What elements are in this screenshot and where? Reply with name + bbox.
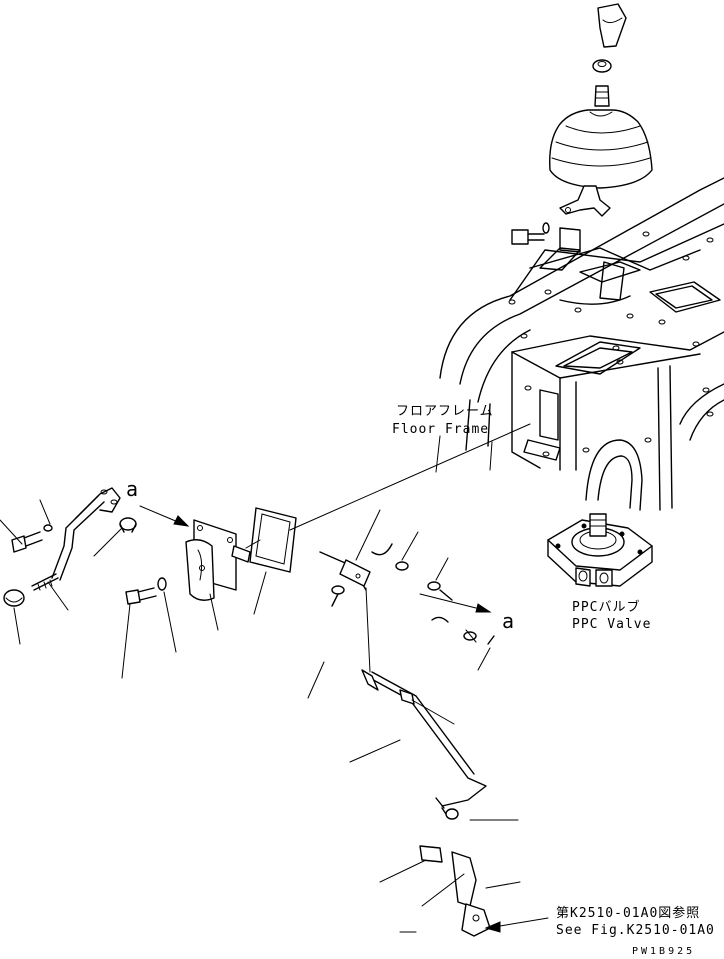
bushing <box>119 517 137 533</box>
floor-frame-label-en: Floor Frame <box>392 422 490 437</box>
see-fig-label-jp: 第K2510-01A0図参照 <box>556 906 701 921</box>
ppc-valve-label-jp: PPCバルブ <box>572 600 641 615</box>
cap <box>3 589 25 607</box>
joystick-boot <box>549 85 653 189</box>
lower-bracket <box>419 808 491 937</box>
lever-bracket <box>559 185 611 217</box>
bolt-lower <box>125 577 167 605</box>
ref-arrow-left <box>139 505 190 527</box>
drawing-code: PW1B925 <box>632 946 696 957</box>
knob-nut <box>592 59 612 73</box>
bolt-washer-top <box>511 222 550 245</box>
ref-a-right: a <box>502 609 516 633</box>
ppc-valve <box>547 513 653 587</box>
ref-a-left: a <box>126 477 140 501</box>
linkage <box>319 543 495 673</box>
ref-arrow-right <box>419 593 492 613</box>
see-fig-arrow <box>484 917 549 933</box>
bolt-left <box>11 524 53 553</box>
see-fig-label-en: See Fig.K2510-01A0 <box>556 923 715 938</box>
leader-lines <box>0 423 531 933</box>
lever-cover <box>185 519 251 601</box>
lever-knob <box>597 3 627 48</box>
floor-frame-label-jp: フロアフレーム <box>396 404 494 419</box>
gasket <box>249 507 297 573</box>
floor-frame <box>439 177 724 511</box>
lever-rod <box>31 487 121 591</box>
lower-rod <box>361 669 487 815</box>
ppc-valve-label-en: PPC Valve <box>572 617 652 632</box>
